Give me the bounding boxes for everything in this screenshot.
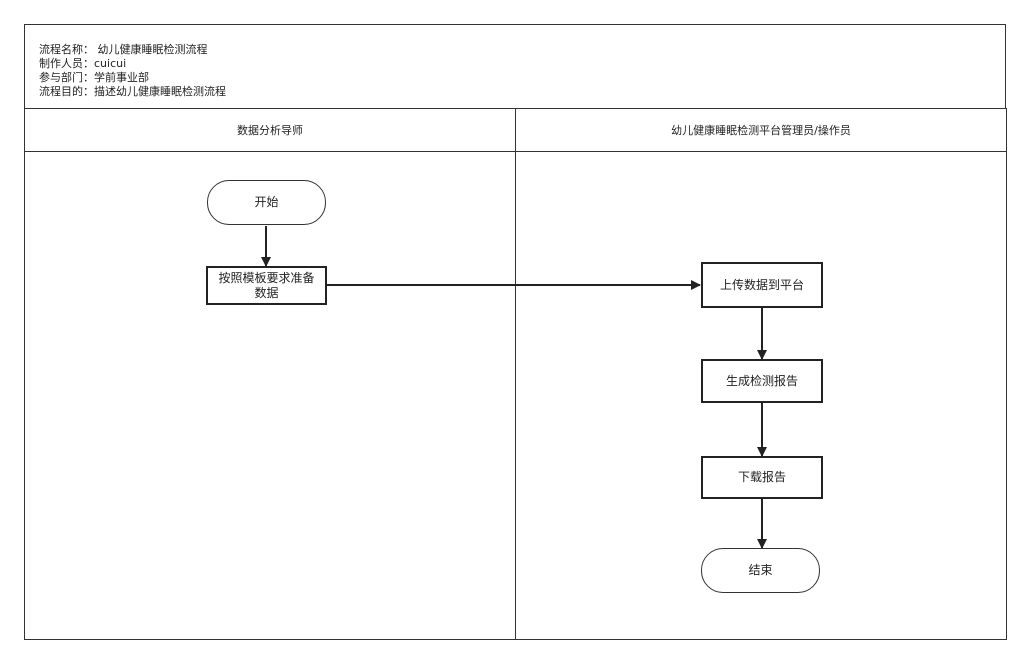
download-report-label: 下载报告 bbox=[737, 470, 786, 484]
department-line: 参与部门：学前事业部 bbox=[39, 71, 149, 84]
lane-analyst-header: 数据分析导师 bbox=[25, 109, 515, 152]
process-name-line: 流程名称： 幼儿健康睡眠检测流程 bbox=[39, 43, 208, 56]
generate-report-label: 生成检测报告 bbox=[725, 373, 798, 388]
prepare-data-label: 按照模板要求准备数据 bbox=[218, 270, 315, 300]
process-info-box: 流程名称： 幼儿健康睡眠检测流程 制作人员：cuicui 参与部门：学前事业部 … bbox=[24, 24, 1006, 108]
upload-data-node: 上传数据到平台 bbox=[701, 262, 823, 308]
generate-report-node: 生成检测报告 bbox=[701, 359, 823, 403]
download-report-node: 下载报告 bbox=[701, 456, 823, 499]
start-node-label: 开始 bbox=[254, 195, 279, 209]
lane-analyst-title: 数据分析导师 bbox=[237, 124, 303, 137]
end-node-label: 结束 bbox=[748, 563, 773, 577]
author-line: 制作人员：cuicui bbox=[39, 57, 127, 70]
process-info-lines: 流程名称： 幼儿健康睡眠检测流程 制作人员：cuicui 参与部门：学前事业部 … bbox=[39, 43, 226, 99]
start-node: 开始 bbox=[207, 180, 326, 225]
lane-platform: 幼儿健康睡眠检测平台管理员/操作员 bbox=[515, 108, 1007, 640]
lane-platform-header: 幼儿健康睡眠检测平台管理员/操作员 bbox=[516, 109, 1006, 152]
end-node: 结束 bbox=[701, 548, 820, 593]
prepare-data-node: 按照模板要求准备数据 bbox=[206, 266, 327, 305]
upload-data-label: 上传数据到平台 bbox=[719, 277, 804, 292]
purpose-line: 流程目的：描述幼儿健康睡眠检测流程 bbox=[39, 85, 226, 98]
lane-platform-title: 幼儿健康睡眠检测平台管理员/操作员 bbox=[671, 124, 851, 137]
